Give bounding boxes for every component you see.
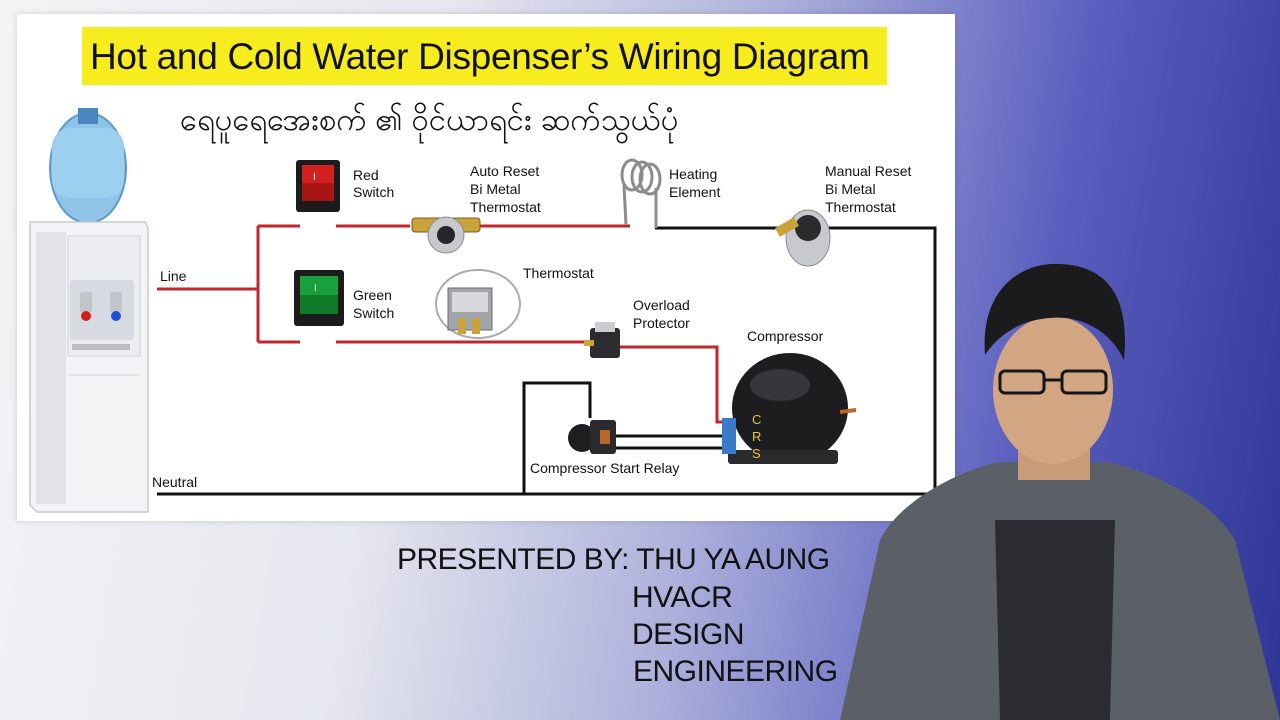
overload-protector-icon — [584, 322, 620, 358]
green-switch-icon: I — [294, 270, 344, 326]
heating-element-label: Element — [669, 184, 720, 200]
manual-reset-label: Bi Metal — [825, 181, 876, 197]
start-relay-label: Compressor Start Relay — [530, 460, 679, 476]
manual-reset-thermostat-icon — [774, 209, 831, 267]
thermostat-icon — [435, 269, 521, 339]
terminal-s-label: S — [752, 446, 761, 461]
presenter-field: ENGINEERING — [633, 655, 838, 688]
red-switch-label: Switch — [353, 184, 394, 200]
terminal-c-label: C — [752, 412, 761, 427]
presenter-field: DESIGN — [632, 618, 745, 651]
overload-protector-label: Protector — [633, 315, 690, 331]
auto-reset-thermostat-icon — [411, 216, 481, 254]
terminal-r-label: R — [752, 429, 761, 444]
presenter-photo — [840, 263, 1280, 720]
svg-text:I: I — [313, 172, 316, 183]
auto-reset-label: Auto Reset — [470, 163, 539, 179]
overload-protector-label: Overload — [633, 297, 690, 313]
manual-reset-label: Manual Reset — [825, 163, 911, 179]
page-title: Hot and Cold Water Dispenser’s Wiring Di… — [90, 36, 870, 77]
thermostat-label: Thermostat — [523, 265, 594, 281]
line-label: Line — [160, 268, 187, 284]
page-subtitle: ရေပူရေအေးစက် ၏ ဝိုင်ယာရင်း ဆက်သွယ်ပုံ — [180, 102, 679, 137]
neutral-wires — [157, 226, 937, 496]
compressor-icon: C R S — [722, 353, 857, 464]
green-switch-label: Switch — [353, 305, 394, 321]
red-switch-icon: I — [296, 160, 340, 212]
svg-text:I: I — [314, 283, 317, 294]
start-relay-icon — [568, 420, 616, 454]
red-switch-label: Red — [353, 167, 379, 183]
heating-element-icon — [620, 158, 662, 228]
title-highlight — [82, 27, 887, 85]
neutral-label: Neutral — [152, 474, 197, 490]
auto-reset-label: Bi Metal — [470, 181, 521, 197]
manual-reset-label: Thermostat — [825, 199, 896, 215]
auto-reset-label: Thermostat — [470, 199, 541, 215]
presenter-field: HVACR — [632, 581, 733, 614]
presenter-credit: PRESENTED BY: THU YA AUNG — [397, 543, 830, 576]
heating-element-label: Heating — [669, 166, 717, 182]
compressor-label: Compressor — [747, 328, 824, 344]
green-switch-label: Green — [353, 287, 392, 303]
water-dispenser-image — [29, 108, 149, 513]
